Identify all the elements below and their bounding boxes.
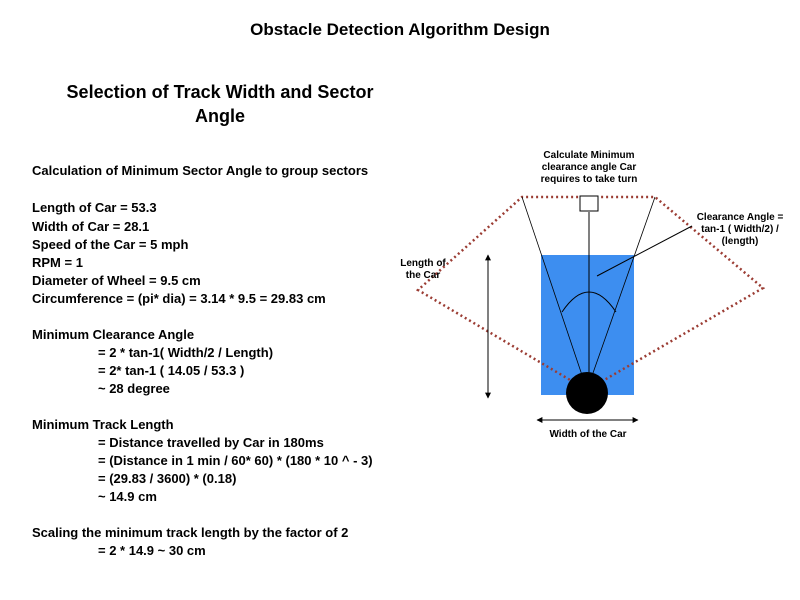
page-title: Obstacle Detection Algorithm Design xyxy=(250,20,550,39)
ray-right xyxy=(586,196,656,391)
spec-line: Circumference = (pi* dia) = 3.14 * 9.5 =… xyxy=(32,291,326,306)
spec-line: RPM = 1 xyxy=(32,255,83,270)
ray-left xyxy=(521,196,588,391)
scaling-heading: Scaling the minimum track length by the … xyxy=(32,525,349,540)
track-line: = (29.83 / 3600) * (0.18) xyxy=(98,471,237,486)
spec-line: Speed of the Car = 5 mph xyxy=(32,237,189,252)
track-heading: Minimum Track Length xyxy=(32,417,174,432)
clearance-heading: Minimum Clearance Angle xyxy=(32,327,195,342)
clearance-pointer xyxy=(596,225,693,277)
clearance-line: = 2* tan-1 ( 14.05 / 53.3 ) xyxy=(98,363,245,378)
clearance-angle-arc xyxy=(561,291,617,313)
spec-line: Width of Car = 28.1 xyxy=(32,219,150,234)
scaling-line: = 2 * 14.9 ~ 30 cm xyxy=(98,543,206,558)
spec-line: Length of Car = 53.3 xyxy=(32,200,157,215)
spec-line: Diameter of Wheel = 9.5 cm xyxy=(32,273,201,288)
clearance-line: = 2 * tan-1( Width/2 / Length) xyxy=(98,345,274,360)
wheel xyxy=(566,372,608,414)
calc-heading: Calculation of Minimum Sector Angle to g… xyxy=(32,163,369,178)
sensor-box xyxy=(579,195,599,212)
clearance-line: ~ 28 degree xyxy=(98,381,170,396)
track-line: ~ 14.9 cm xyxy=(98,489,157,504)
track-line: = Distance travelled by Car in 180ms xyxy=(98,435,324,450)
turn-label: Calculate Minimum clearance angle Car re… xyxy=(540,150,638,185)
width-label: Width of the Car xyxy=(549,429,627,440)
track-line: = (Distance in 1 min / 60* 60) * (180 * … xyxy=(98,453,373,468)
section-subtitle: Selection of Track Width and Sector Angl… xyxy=(66,82,374,126)
clearance-angle-label: Clearance Angle = tan-1 ( Width/2) / (le… xyxy=(696,212,784,247)
length-label: Length of the Car xyxy=(400,258,446,281)
